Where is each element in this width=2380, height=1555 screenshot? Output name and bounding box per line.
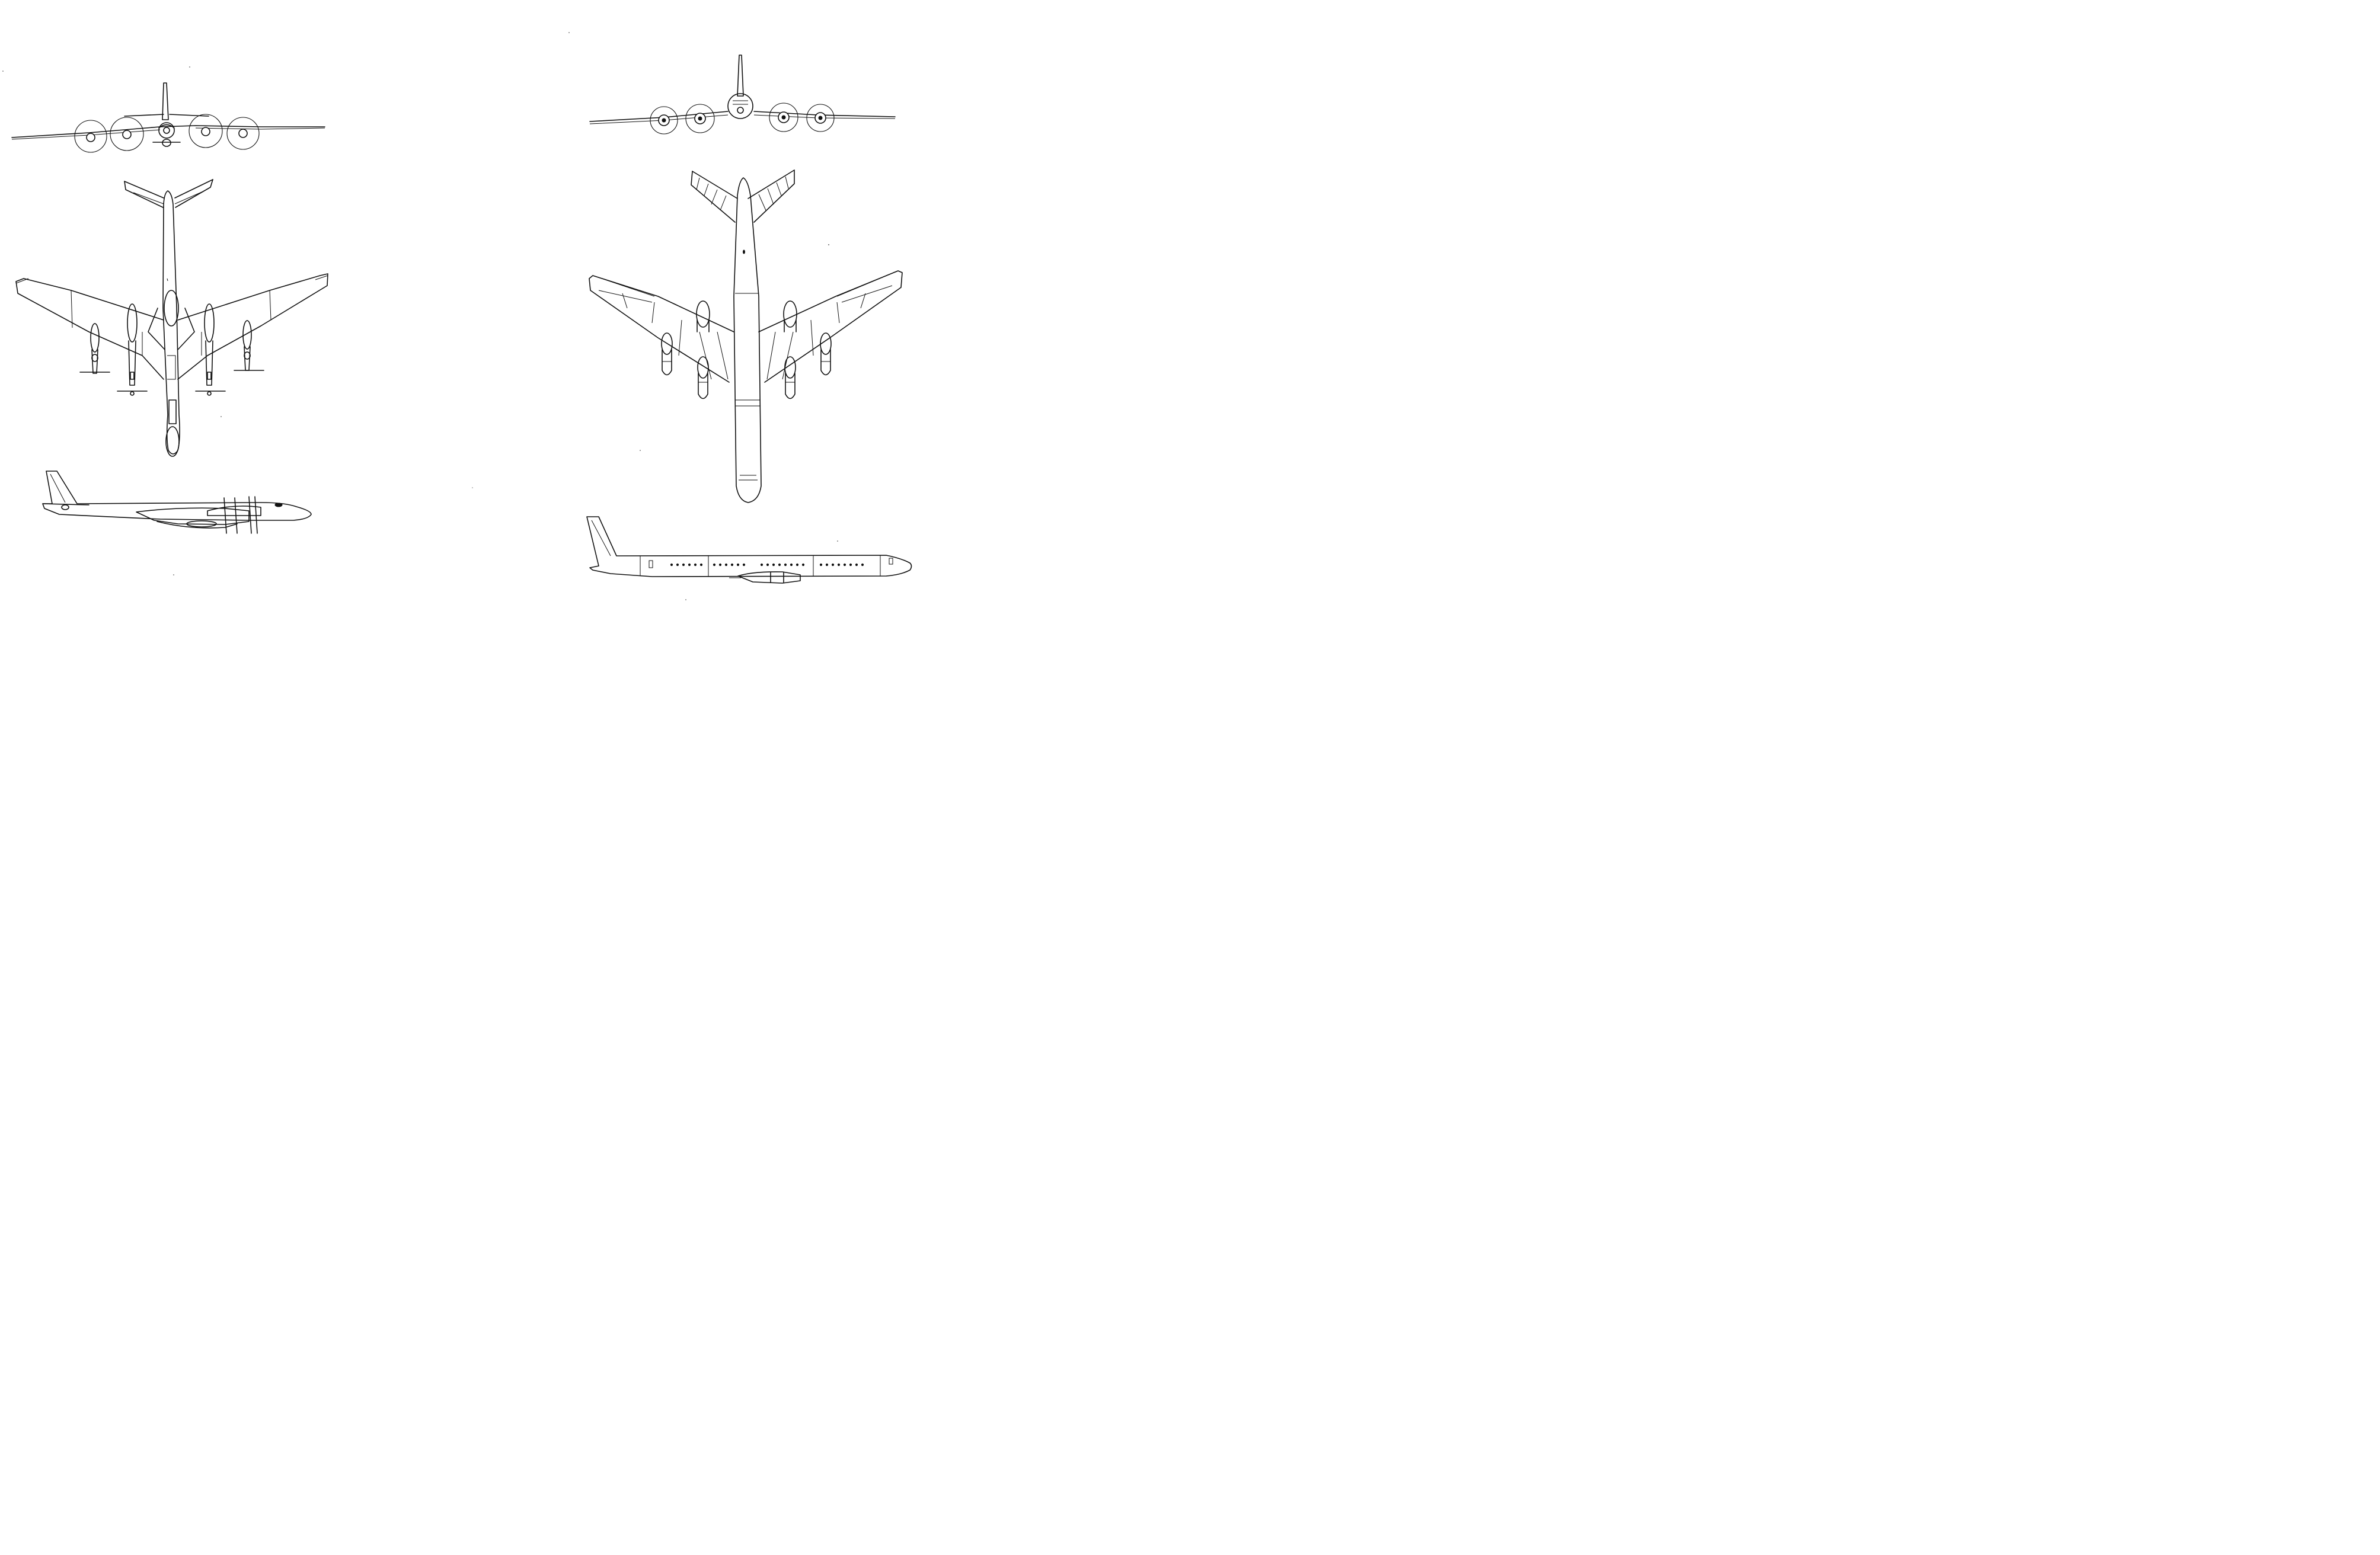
right-aircraft-top-view <box>589 169 903 503</box>
right-side-windows <box>670 563 864 567</box>
right-top-engine-2 <box>696 300 710 399</box>
scan-specks <box>2 32 838 600</box>
left-aircraft-side-view <box>42 471 312 534</box>
right-aircraft-side-view <box>586 516 912 584</box>
left-top-engine-1 <box>79 323 110 374</box>
three-view-drawings <box>2 32 912 600</box>
left-top-engine-2 <box>117 303 148 396</box>
right-top-engine-3 <box>783 300 797 399</box>
right-aircraft-front-view <box>589 55 896 135</box>
left-top-engine-4 <box>234 320 264 371</box>
left-aircraft-front-view <box>11 82 325 153</box>
right-top-engine-1 <box>661 332 673 376</box>
left-aircraft-top-view <box>15 179 328 457</box>
left-top-engine-3 <box>195 303 226 396</box>
right-top-engine-4 <box>820 332 832 376</box>
